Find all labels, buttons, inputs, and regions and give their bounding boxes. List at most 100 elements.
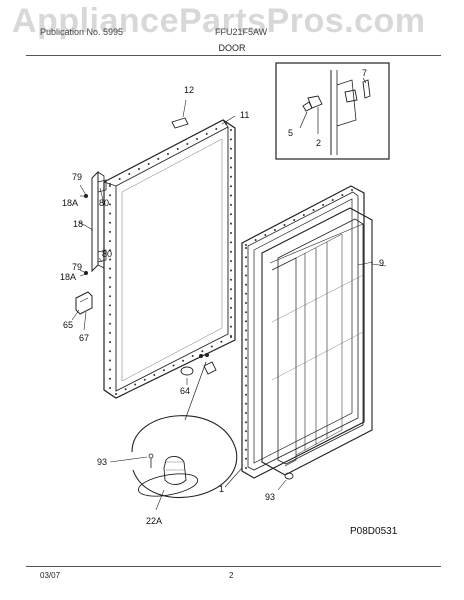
screw-hole: [245, 384, 247, 387]
screw-hole: [109, 221, 111, 224]
screw-hole: [157, 158, 160, 160]
screw-hole: [230, 316, 232, 319]
screw-hole: [134, 383, 137, 386]
door-gasket: [241, 185, 365, 479]
screw-hole: [147, 163, 150, 165]
screw-hole: [109, 359, 111, 362]
screw-hole: [109, 230, 111, 233]
liner-screw-holes: [245, 189, 353, 469]
screw-hole: [230, 269, 232, 272]
callout-22a: 22A: [146, 516, 162, 526]
screw-hole: [109, 203, 111, 206]
hinge-detail-inset: [275, 62, 390, 160]
screw-hole: [191, 355, 194, 357]
callout-2: 2: [316, 138, 321, 148]
screw-hole: [254, 239, 257, 241]
callout-64: 64: [180, 386, 190, 396]
screw-hole: [245, 357, 247, 359]
screw-hole: [176, 148, 179, 150]
screw-hole: [230, 297, 232, 300]
screw-hole: [245, 274, 247, 277]
screw-hole: [245, 439, 247, 442]
screw-hole: [245, 302, 247, 304]
screw-hole: [182, 359, 185, 362]
screw-hole: [322, 204, 325, 206]
screw-hole: [225, 123, 227, 125]
footer-date: 03/07: [40, 571, 61, 580]
screw-hole: [153, 374, 156, 376]
screw-hole: [341, 194, 344, 196]
screw-hole: [109, 304, 111, 307]
screw-hole: [230, 260, 232, 263]
screw-hole: [205, 133, 208, 135]
outer-panel-screw-holes: [109, 123, 232, 395]
screw-hole: [230, 147, 232, 150]
screw-hole: [186, 143, 189, 145]
screw-hole: [230, 336, 232, 338]
screw-hole: [245, 247, 247, 249]
screw-hole: [245, 402, 247, 405]
callout-93-left: 93: [97, 457, 107, 467]
screw-hole: [162, 369, 165, 372]
screw-hole: [245, 375, 247, 378]
screw-hole: [230, 213, 232, 216]
screw-hole: [245, 329, 247, 332]
screw-hole: [245, 256, 247, 259]
screw-hole: [293, 219, 296, 221]
screw-hole: [230, 157, 232, 160]
screw-hole: [109, 185, 111, 187]
screw-hole: [331, 199, 334, 201]
callout-18: 18: [73, 219, 83, 229]
screw-hole: [230, 138, 232, 141]
screw-hole: [245, 244, 247, 246]
screw-hole: [230, 194, 232, 197]
screw-hole: [245, 393, 247, 396]
screw-hole: [245, 467, 247, 469]
screw-hole: [245, 412, 247, 414]
screw-hole: [109, 313, 111, 316]
door-inner-liner: [261, 207, 374, 476]
callout-18a-bottom: 18A: [60, 272, 76, 282]
screw-hole: [230, 175, 232, 178]
bottom-hinge-parts: [180, 353, 217, 385]
callout-leader-lines: [221, 115, 387, 488]
screw-hole: [109, 322, 111, 325]
screw-hole: [230, 325, 232, 328]
screw-hole: [230, 203, 232, 206]
screw-hole: [215, 128, 218, 130]
door-plug: [171, 99, 189, 129]
screw-hole: [109, 258, 111, 261]
door-handle: [78, 170, 107, 277]
screw-hole: [109, 341, 111, 344]
screw-hole: [109, 350, 111, 353]
screw-hole: [273, 229, 276, 231]
screw-hole: [230, 241, 232, 244]
screw-hole: [230, 166, 232, 169]
screw-hole: [245, 283, 247, 286]
watermark: AppliancePartsPros.com: [12, 2, 426, 40]
screw-hole: [245, 421, 247, 424]
screw-hole: [245, 430, 247, 433]
screw-hole: [220, 340, 223, 343]
callout-18a-top: 18A: [62, 198, 78, 208]
hinge-pin-detail: [109, 361, 238, 511]
footer-divider: [26, 566, 441, 567]
screw-hole: [109, 368, 111, 371]
screw-hole: [230, 278, 232, 281]
header-divider: [26, 55, 441, 56]
lower-door-screw: [277, 472, 294, 491]
screw-hole: [230, 185, 232, 188]
screw-hole: [230, 250, 232, 253]
screw-hole: [351, 189, 353, 191]
section-title: DOOR: [218, 43, 246, 53]
screw-hole: [283, 224, 286, 226]
callout-12: 12: [184, 85, 194, 95]
publication-number: Publication No. 5995: [40, 27, 124, 37]
screw-hole: [210, 345, 213, 348]
screw-hole: [312, 209, 315, 211]
screw-hole: [109, 276, 111, 279]
screw-hole: [109, 387, 111, 389]
screw-hole: [245, 265, 247, 268]
callout-80-top: 80: [99, 198, 109, 208]
